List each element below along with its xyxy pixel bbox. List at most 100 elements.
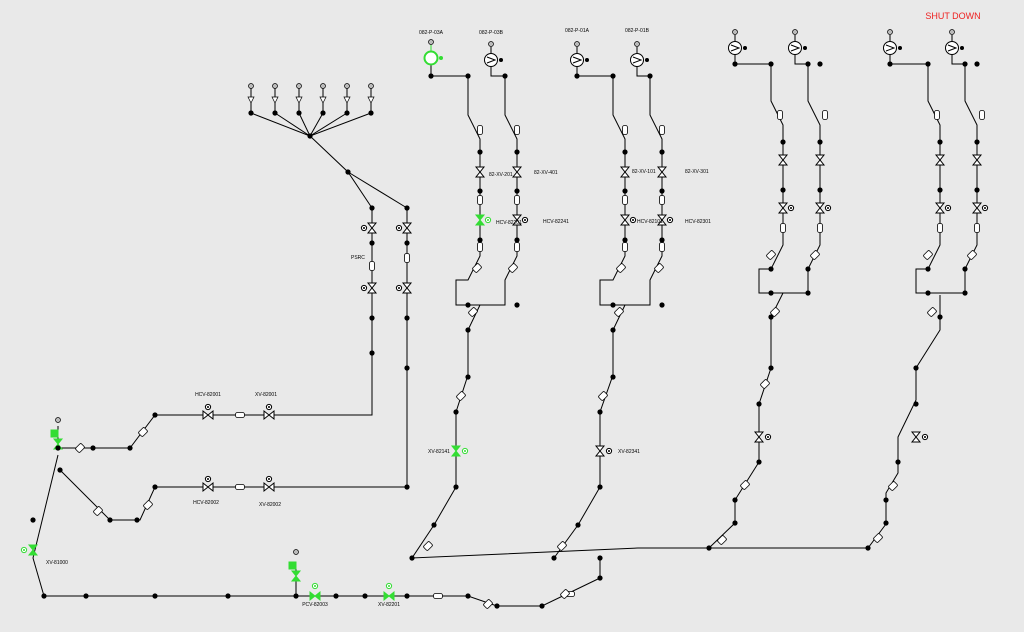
flange-icon (740, 480, 750, 490)
pipe-junction (610, 327, 616, 333)
check-valve-icon (934, 154, 946, 166)
pump-icon (423, 50, 439, 66)
pipe-junction (883, 520, 889, 526)
control-valve-icon (934, 202, 946, 214)
pipe-junction (805, 290, 811, 296)
valve-c-tag: HCV-82201 (496, 220, 522, 226)
esd-valve-icon (290, 570, 302, 582)
pipe-junction (756, 459, 762, 465)
control-valve-icon (366, 222, 378, 234)
control-valve-icon (401, 222, 413, 234)
motor-icon (585, 58, 589, 62)
pipe-junction (502, 73, 508, 79)
pipe-junction (404, 315, 410, 321)
pipe-junction (404, 484, 410, 490)
pump-arrow-icon (790, 44, 801, 52)
pipe-junction (344, 110, 350, 116)
valve-f-tag: 82-XV-301 (685, 169, 709, 175)
valve-l-tag: XV-82001 (255, 392, 277, 398)
pipe-junction (659, 237, 665, 243)
filter-icon (659, 125, 665, 135)
flange-icon (143, 500, 153, 510)
pipe-junction (90, 445, 96, 451)
pipe-junction (477, 149, 483, 155)
pipe-junction (622, 237, 628, 243)
motor-icon (439, 56, 443, 60)
flange-icon (557, 541, 567, 551)
pipe-junction (134, 517, 140, 523)
pipe-junction (152, 484, 158, 490)
pipe-junction (404, 205, 410, 211)
pipe-junction (514, 188, 520, 194)
pipe-junction (345, 169, 351, 175)
actuator-core (632, 219, 634, 221)
filter-icon (622, 195, 628, 205)
pipe-junction (152, 412, 158, 418)
pipe-junction (30, 517, 36, 523)
check-valve-icon (656, 166, 668, 178)
valve-q-tag: XV-82201 (378, 602, 400, 608)
pipe-junction (756, 401, 762, 407)
actuator-core (363, 287, 365, 289)
instrument-icon (949, 29, 955, 35)
valve-g-tag: HCV-82101 (637, 219, 663, 225)
pipe-junction (333, 593, 339, 599)
control-valve-icon (814, 202, 826, 214)
pipe-junction (477, 237, 483, 243)
actuator-core (314, 585, 316, 587)
instrument-icon (732, 29, 738, 35)
actuator-core (363, 227, 365, 229)
pipe-junction (732, 61, 738, 67)
pipe-segment (309, 112, 324, 137)
instrument-icon (634, 41, 640, 47)
pipe-junction (732, 520, 738, 526)
pipe-junction (597, 555, 603, 561)
control-valve-icon (383, 590, 395, 602)
pipe-junction (817, 187, 823, 193)
pump-arrow-icon (730, 44, 741, 52)
pipe-junction (465, 302, 471, 308)
filter-icon (622, 242, 628, 252)
pipe-junction (428, 73, 434, 79)
pump-4-tag: 082-P-01B (625, 28, 650, 34)
actuator-core (398, 287, 400, 289)
pipe-junction (659, 302, 665, 308)
control-valve-icon (309, 590, 321, 602)
filter-icon (404, 253, 410, 263)
pipe-junction (368, 110, 374, 116)
pipe-junction (962, 266, 968, 272)
valve-m-tag: HCV-82002 (193, 500, 219, 506)
esd-actuator-icon (288, 561, 297, 570)
valve-a-tag: 82-XV-201 (489, 172, 513, 178)
vent-icon (272, 83, 278, 89)
pipe-junction (659, 188, 665, 194)
flange-icon (598, 391, 608, 401)
pipe-segment (576, 58, 663, 306)
motor-icon (645, 58, 649, 62)
actuator-core (23, 549, 25, 551)
actuator-core (207, 406, 209, 408)
actuator-core (487, 219, 489, 221)
control-valve-icon (656, 214, 668, 226)
gate-valve-icon (263, 481, 275, 493)
flange-icon (423, 541, 433, 551)
pipe-junction (225, 593, 231, 599)
pipe-junction (107, 517, 113, 523)
actuator-core (608, 450, 610, 452)
flange-icon (235, 412, 245, 418)
actuator-core (388, 585, 390, 587)
pipe-junction (320, 110, 326, 116)
actuator-core (398, 227, 400, 229)
pipe-junction (465, 593, 471, 599)
pipe-junction (768, 365, 774, 371)
pipe-junction (369, 240, 375, 246)
motor-icon (898, 46, 902, 50)
pipe-junction (913, 401, 919, 407)
pipe-junction (974, 187, 980, 193)
filter-icon (514, 125, 520, 135)
pipe-junction (453, 484, 459, 490)
flange-icon (456, 391, 466, 401)
instrument-icon (792, 29, 798, 35)
pipe-junction (597, 484, 603, 490)
pipe-junction (647, 73, 653, 79)
